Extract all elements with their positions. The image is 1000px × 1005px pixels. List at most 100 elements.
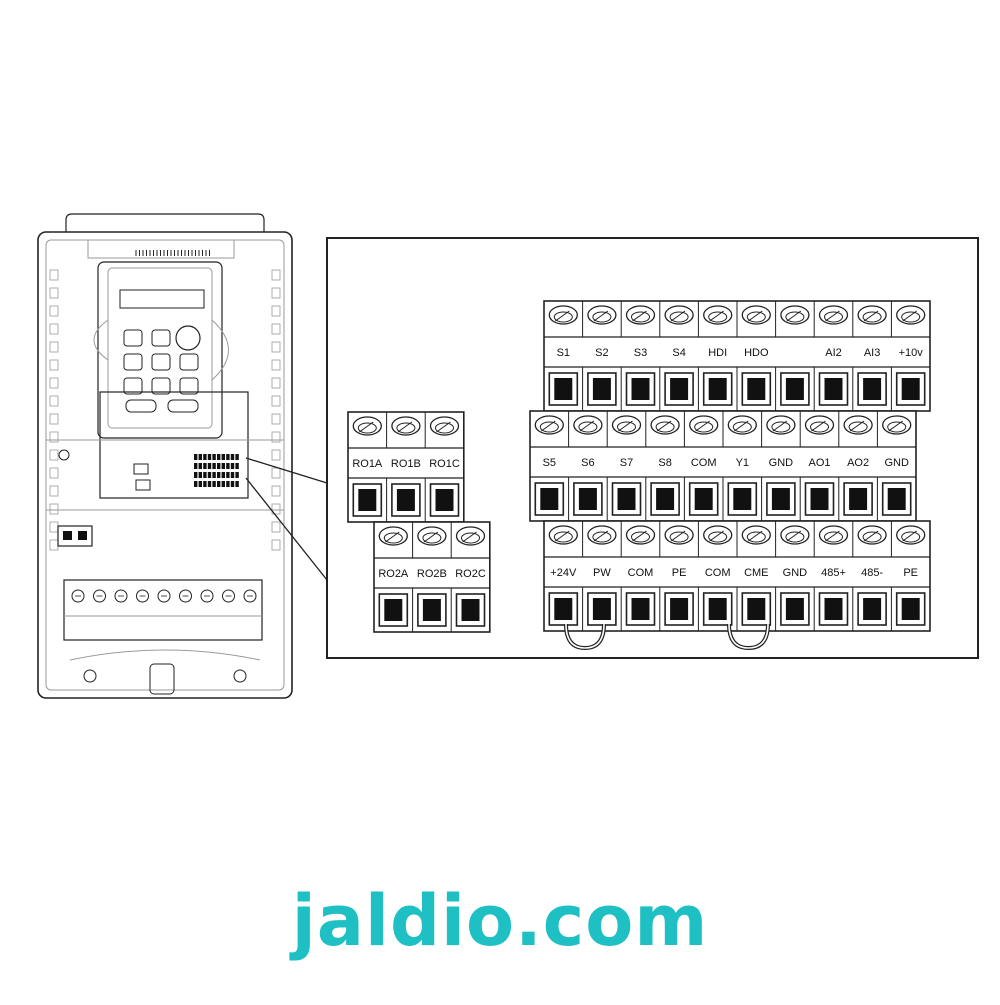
terminal-label: HDO: [744, 347, 769, 359]
keypad-key: [151, 353, 171, 371]
keypad-cable: [211, 319, 229, 381]
wire-port-hole: [810, 488, 829, 510]
jumper-block: [133, 463, 149, 475]
screw-slot: [888, 420, 903, 432]
wire-port-hole: [733, 488, 752, 510]
wire-port-hole: [901, 598, 920, 620]
terminal-label: S3: [634, 347, 647, 359]
mini-terminal: [235, 481, 239, 487]
screw-recess: [746, 311, 766, 323]
mini-terminal: [221, 454, 225, 460]
jumper-block: [135, 479, 151, 491]
terminal-label: COM: [691, 457, 717, 469]
analog-terminal-hole: [78, 531, 87, 540]
analog-terminal: [57, 525, 93, 547]
keypad-key: [151, 329, 171, 347]
wire-port-hole: [708, 378, 727, 400]
power-screw: [243, 589, 257, 603]
terminal-label: AO1: [808, 457, 830, 469]
screw-recess: [810, 421, 829, 433]
mini-terminal: [230, 472, 235, 478]
right-fin: [271, 539, 281, 551]
zoom-callout: [245, 237, 979, 659]
terminal-label: COM: [628, 567, 654, 579]
terminal-label: COM: [705, 567, 731, 579]
terminal-label: PE: [672, 567, 687, 579]
screw-recess: [357, 422, 377, 434]
terminal-label: PE: [903, 567, 918, 579]
mini-terminal: [207, 463, 212, 469]
right-fin: [271, 305, 281, 317]
screw-slot: [825, 310, 840, 322]
mini-terminal: [235, 472, 239, 478]
bottom-clamp: [149, 663, 175, 695]
mini-terminal: [194, 481, 198, 487]
mini-terminal: [194, 472, 198, 478]
terminal-label: S5: [543, 457, 556, 469]
right-fin: [271, 413, 281, 425]
drive-unit: [37, 213, 293, 699]
wire-port-hole: [887, 488, 906, 510]
left-fin: [49, 485, 59, 497]
power-screw: [179, 589, 192, 603]
terminal-label: Y1: [736, 457, 749, 469]
wire-port-hole: [540, 488, 559, 510]
mini-terminal: [198, 463, 202, 469]
screw-slot: [385, 531, 400, 543]
screw-recess: [655, 421, 675, 433]
wire-port-hole: [785, 378, 804, 400]
screw-slot: [632, 310, 647, 322]
screw-slot: [902, 530, 917, 542]
mini-terminal: [198, 454, 202, 460]
mini-terminal: [194, 454, 198, 460]
wire-port-hole: [708, 598, 727, 620]
terminal-label: PW: [593, 567, 611, 579]
screw-slot: [397, 421, 413, 433]
right-fin: [271, 485, 281, 497]
right-fin: [271, 521, 281, 533]
drive-vent: [87, 239, 235, 259]
keypad-key: [123, 329, 143, 347]
screw-recess: [848, 421, 868, 433]
screw-slot: [849, 420, 865, 432]
screw-slot: [541, 420, 556, 432]
left-fin: [49, 341, 59, 353]
mini-terminal: [226, 463, 230, 469]
right-fin: [271, 323, 281, 335]
terminal-label: HDI: [708, 347, 727, 359]
wire-port-hole: [631, 378, 650, 400]
mini-terminal: [198, 481, 202, 487]
mount-hole: [233, 669, 247, 683]
wire-port-hole: [670, 598, 689, 620]
screw-recess: [669, 311, 689, 323]
screw-recess: [578, 421, 598, 433]
jumper-wire-highlight: [728, 623, 769, 649]
left-fin: [49, 377, 59, 389]
wire-port-hole: [863, 378, 882, 400]
screw-recess: [539, 421, 559, 433]
terminal-label: RO2C: [455, 568, 486, 580]
screw-recess: [862, 531, 882, 543]
terminal-label: +24V: [550, 567, 577, 579]
screw-slot: [670, 530, 686, 542]
right-fin: [271, 395, 281, 407]
screw-slot: [811, 420, 826, 432]
screw-recess: [732, 421, 752, 433]
screw-slot: [786, 310, 802, 322]
wire-port-hole: [824, 598, 843, 620]
terminal-label: 485-: [861, 567, 883, 579]
mini-terminal: [221, 472, 225, 478]
screw-recess: [824, 531, 843, 543]
left-fin: [49, 323, 59, 335]
screw-slot: [772, 420, 788, 432]
wire-port-hole: [747, 378, 766, 400]
screw-slot: [436, 421, 451, 433]
screw-slot: [825, 530, 840, 542]
wire-port-hole: [901, 378, 920, 400]
power-terminal-block: [63, 579, 263, 641]
terminal-label: GND: [884, 457, 909, 469]
control-board: [99, 391, 249, 499]
